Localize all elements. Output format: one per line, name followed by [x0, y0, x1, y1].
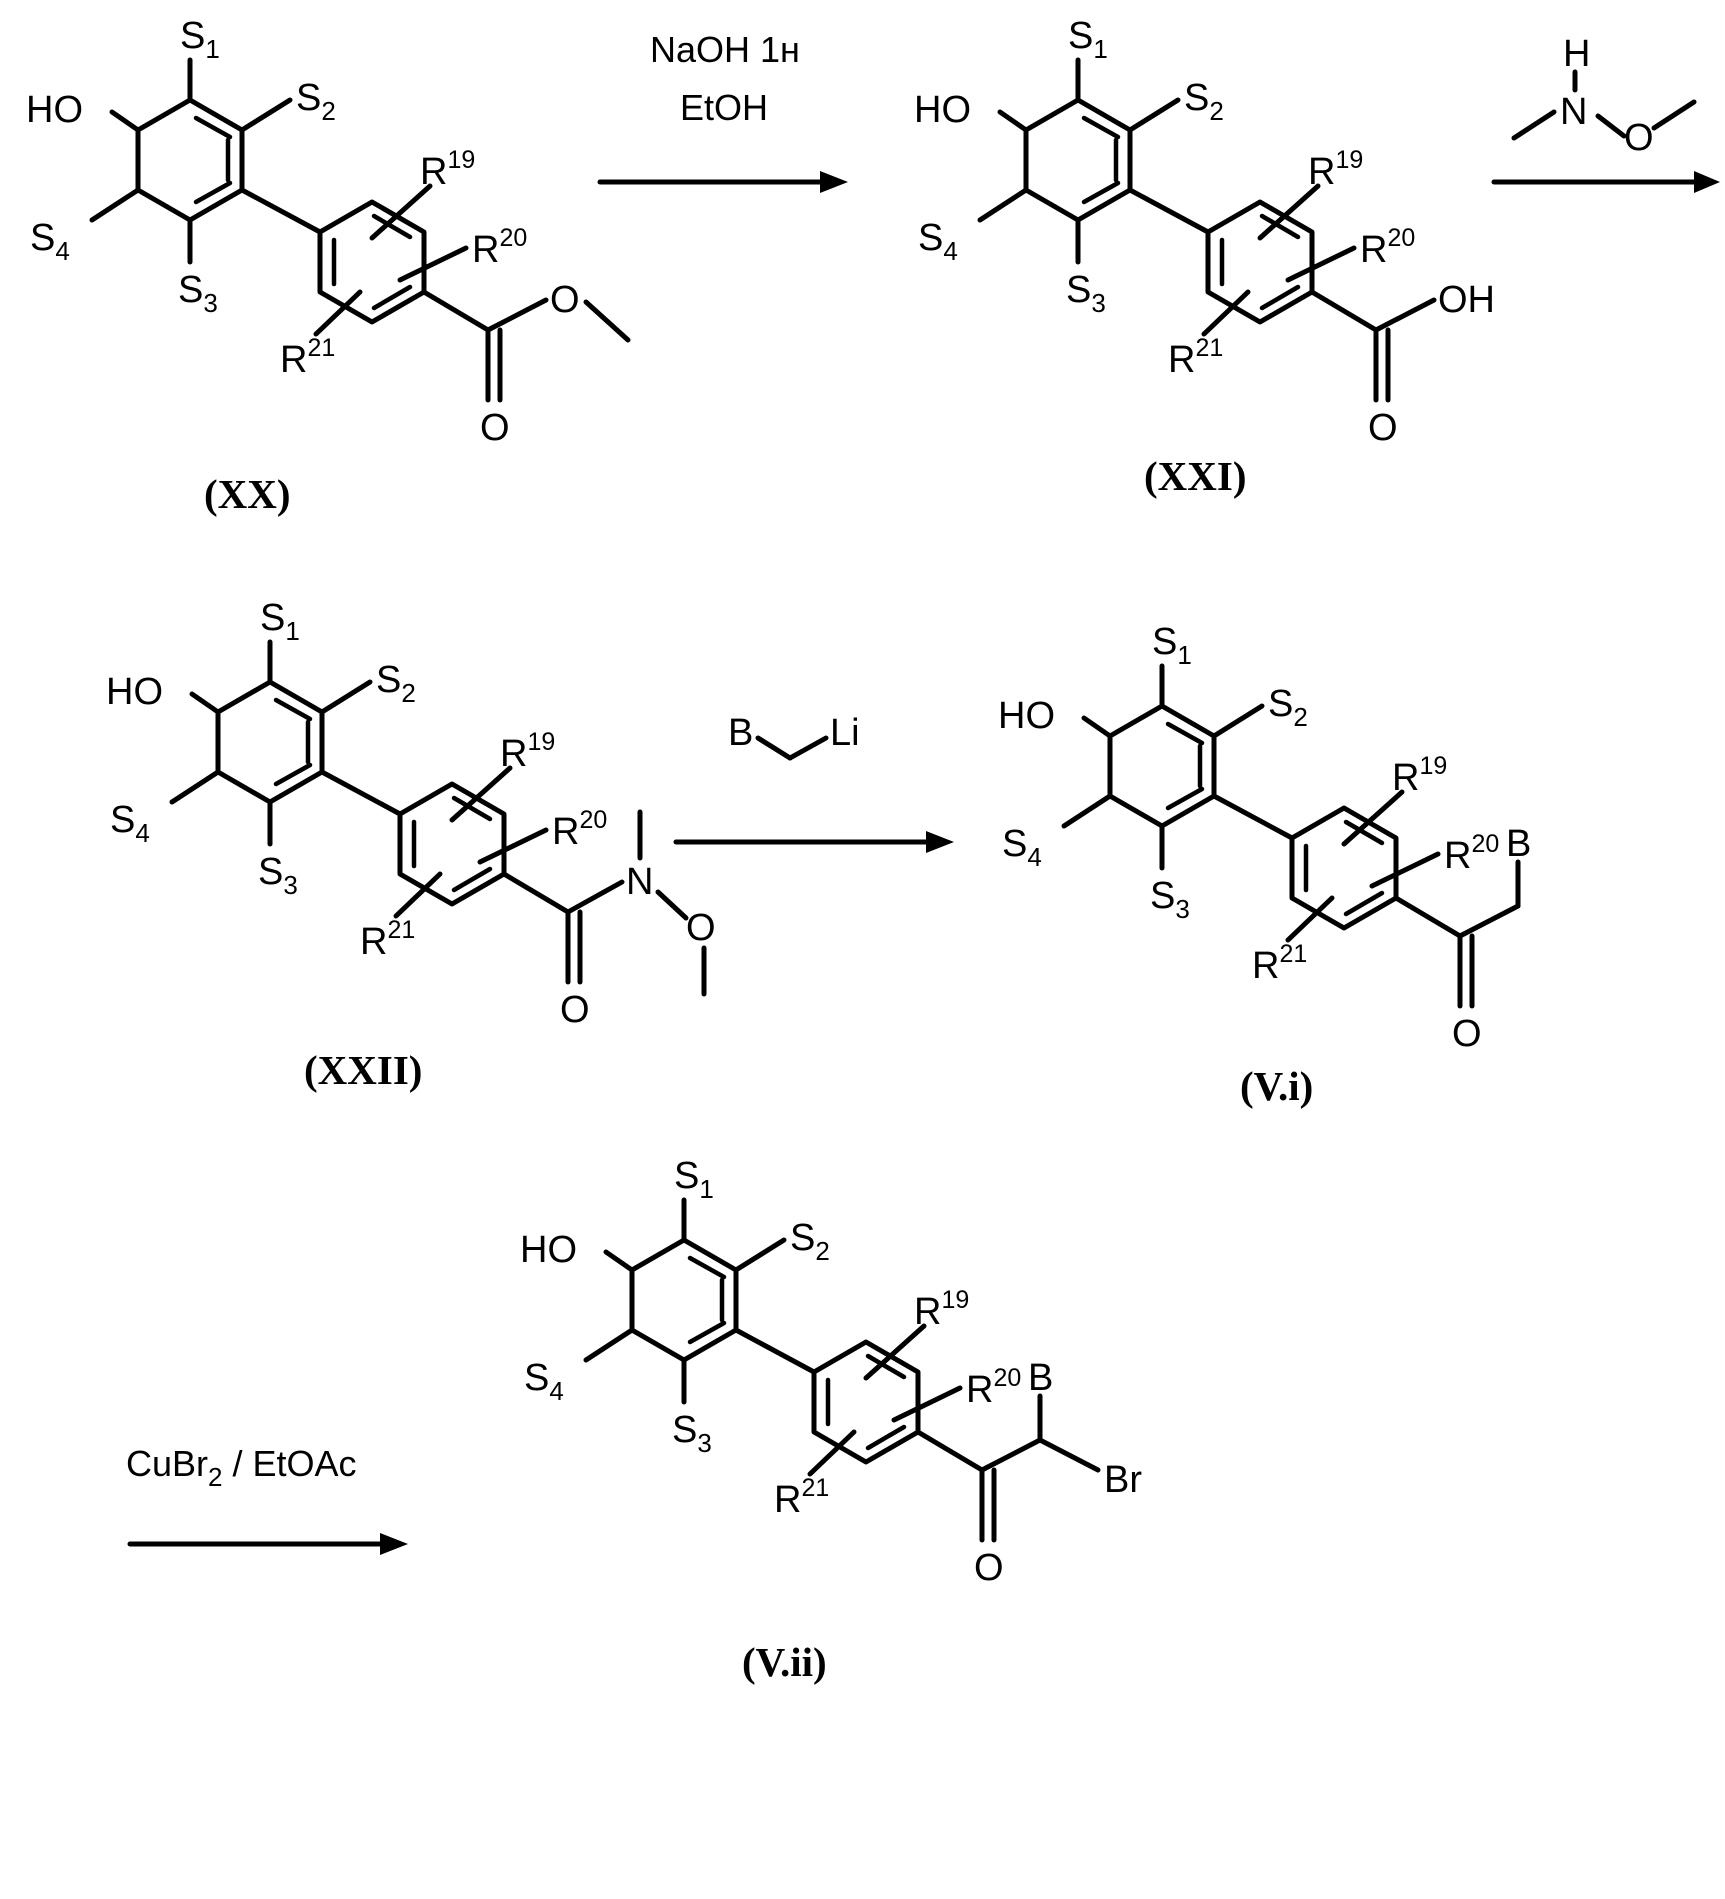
r20-label: R20 — [966, 1364, 1021, 1411]
compound-xx: S1 S2 S4 S3 HO R19 R20 R21 O O (XX) — [26, 15, 628, 517]
reagent-li: Li — [830, 712, 860, 754]
carbonyl-oxygen: O — [1452, 1013, 1482, 1055]
s4-label: S4 — [918, 217, 958, 266]
r20-label: R20 — [472, 224, 527, 271]
compound-v-i: S1 S2 S4 S3 HO R19 R20 R21 B O (V.i) — [998, 621, 1531, 1109]
compound-label: (XXI) — [1144, 453, 1246, 499]
reagent-o: O — [1624, 117, 1654, 159]
r19-label: R19 — [914, 1286, 969, 1333]
s4-label: S4 — [524, 1357, 564, 1406]
s1-label: S1 — [674, 1155, 714, 1204]
s4-label: S4 — [30, 217, 70, 266]
reaction-arrow-1: NaOH 1н EtOH — [600, 29, 848, 193]
s1-label: S1 — [1068, 15, 1108, 64]
hydroxy-label: HO — [26, 89, 83, 131]
r21-label: R21 — [1252, 940, 1307, 987]
hydroxy-label: HO — [998, 695, 1055, 737]
compound-xxi: S1 S2 S4 S3 HO R19 R20 R21 O OH (XXI) — [914, 15, 1495, 499]
r20-label: R20 — [552, 806, 607, 853]
carbonyl-oxygen: O — [1368, 407, 1398, 449]
bromine-label: Br — [1104, 1459, 1142, 1501]
compound-label: (XX) — [204, 471, 291, 517]
s2-label: S2 — [1184, 77, 1224, 126]
s2-label: S2 — [790, 1217, 830, 1266]
carbonyl-oxygen: O — [480, 407, 510, 449]
amide-oxygen: O — [686, 907, 716, 949]
s1-label: S1 — [180, 15, 220, 64]
r21-label: R21 — [360, 916, 415, 963]
b-group-label: B — [1028, 1357, 1053, 1399]
b-group-label: B — [1506, 823, 1531, 865]
compound-label: (V.i) — [1240, 1063, 1313, 1109]
r19-label: R19 — [500, 728, 555, 775]
hydroxy-label: HO — [106, 671, 163, 713]
reaction-arrow-3: B Li — [676, 712, 954, 853]
r19-label: R19 — [420, 146, 475, 193]
r21-label: R21 — [1168, 334, 1223, 381]
ester-oxygen: O — [550, 279, 580, 321]
s3-label: S3 — [1066, 269, 1106, 318]
r19-label: R19 — [1392, 752, 1447, 799]
r20-label: R20 — [1360, 224, 1415, 271]
s3-label: S3 — [1150, 875, 1190, 924]
s2-label: S2 — [1268, 683, 1308, 732]
s3-label: S3 — [258, 851, 298, 900]
s1-label: S1 — [1152, 621, 1192, 670]
reagent-cubr2: CuBr2 / EtOAc — [126, 1443, 357, 1492]
r21-label: R21 — [280, 334, 335, 381]
s4-label: S4 — [110, 799, 150, 848]
s4-label: S4 — [1002, 823, 1042, 872]
r20-label: R20 — [1444, 830, 1499, 877]
s2-label: S2 — [296, 77, 336, 126]
compound-label: (XXII) — [304, 1047, 422, 1093]
r21-label: R21 — [774, 1474, 829, 1521]
reagent-h: H — [1563, 33, 1590, 75]
s1-label: S1 — [260, 597, 300, 646]
compound-v-ii: S1 S2 S4 S3 HO R19 R20 R21 B Br O (V.ii) — [520, 1155, 1142, 1685]
reagent-naoh: NaOH 1н — [650, 29, 800, 70]
compound-label: (V.ii) — [742, 1639, 827, 1685]
reagent-b: B — [728, 712, 753, 754]
carbonyl-oxygen: O — [974, 1547, 1004, 1589]
reaction-arrow-2: H N O — [1494, 33, 1720, 193]
hydroxy-label: HO — [914, 89, 971, 131]
s3-label: S3 — [672, 1409, 712, 1458]
reagent-etoh: EtOH — [680, 87, 768, 128]
reagent-n: N — [1560, 91, 1587, 133]
acid-hydroxyl: OH — [1438, 279, 1495, 321]
reaction-arrow-4: CuBr2 / EtOAc — [126, 1443, 408, 1555]
s2-label: S2 — [376, 659, 416, 708]
hydroxy-label: HO — [520, 1229, 577, 1271]
s3-label: S3 — [178, 269, 218, 318]
compound-xxii: S1 S2 S4 S3 HO R19 R20 R21 N O O (XXII) — [106, 597, 716, 1093]
carbonyl-oxygen: O — [560, 989, 590, 1031]
amide-nitrogen: N — [626, 861, 653, 903]
r19-label: R19 — [1308, 146, 1363, 193]
